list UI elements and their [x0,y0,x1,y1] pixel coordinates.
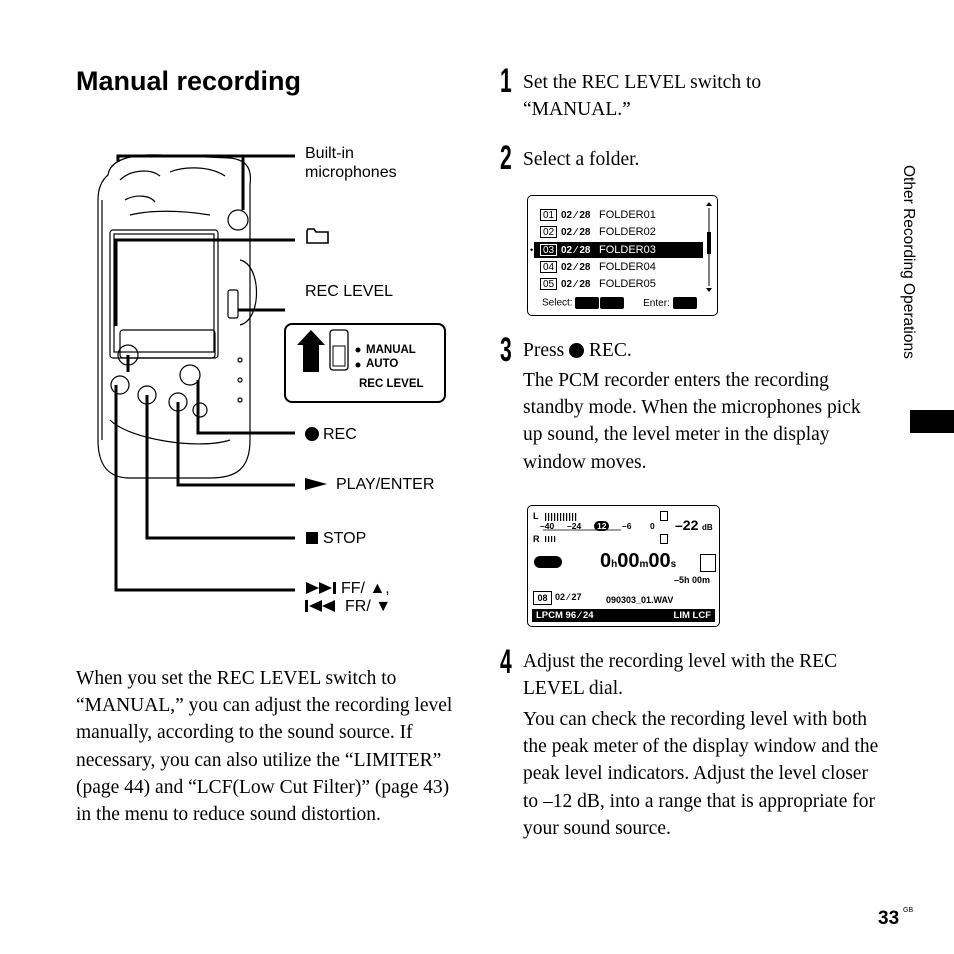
step-3-number: 3 [500,331,512,369]
recording-screen: L R –40 –24 12 –6 0 –22 dB 0h00m00s –5h … [527,505,720,627]
switch-labels: MANUAL AUTO [366,343,416,371]
scrollbar [706,202,712,292]
stop-label: STOP [306,529,366,548]
folder-icon [306,228,329,244]
level-meter [543,513,621,542]
step-2-text: Select a folder. [523,149,640,170]
battery-icon [700,554,716,572]
remaining-time: –5h 00m [674,575,711,585]
peak-indicator [660,534,668,544]
page-suffix: GB [903,907,914,914]
file-name: 090303_01.WAV [606,595,674,605]
channel-r-label: R [533,534,540,544]
ff-fr-labels: FF/ ▲, FR/ ▼ [305,580,391,616]
skip-back-icon [575,297,600,309]
scale-label: 12 [594,521,610,531]
step-3-detail: The PCM recorder enters the recording st… [523,370,861,473]
step-2-number: 2 [500,139,512,177]
stop-square-icon [306,532,318,544]
step-4-detail: You can check the recording level with b… [523,709,879,839]
recorder-illustration [97,154,446,592]
step-4-text: Adjust the recording level with the REC … [523,651,838,700]
play-triangle-icon [305,478,327,490]
fr-label: FR/ ▼ [305,598,391,616]
scale-label: –6 [622,521,632,531]
skip-forward-icon [600,297,625,309]
scale-label: 0 [650,521,655,531]
intro-paragraph: When you set the REC LEVEL switch to “MA… [76,668,453,826]
step-4-number: 4 [500,643,512,681]
switch-manual-label: MANUAL [366,344,416,356]
step-3-text: Press REC. [523,340,632,361]
rec-pause-icon [534,556,562,568]
record-dot-icon [305,427,319,441]
section-title: Manual recording [76,66,302,96]
elapsed-time: 0h00m00s [600,550,677,572]
play-triangle-icon [672,297,697,309]
peak-indicator [660,511,668,521]
folder-screen-footer: Select: Enter: [542,297,697,309]
step-1-text: Set the REC LEVEL switch to “MANUAL.” [523,72,762,121]
side-tab-marker [910,410,954,433]
page-number: 33 [878,908,900,929]
db-unit: dB [702,523,713,532]
ff-label: FF/ ▲, [305,580,391,598]
channel-l-label: L [533,511,539,521]
builtin-mic-label: Built-in microphones [305,145,397,181]
switch-rec-level-label: REC LEVEL [359,378,424,390]
switch-auto-label: AUTO [366,358,399,370]
rec-level-label: REC LEVEL [305,283,394,300]
skip-forward-icon [306,582,336,594]
scale-label: –40 [540,521,555,531]
side-tab-label: Other Recording Operations [900,165,917,359]
skip-back-icon [305,600,335,612]
rec-date: 02 ⁄ 27 [555,592,582,602]
rec-format-bar: LPCM 96 ⁄ 24 LIM LCF [532,609,715,622]
folder-number: 08 [533,591,552,605]
scale-label: –24 [567,521,582,531]
rec-button-label: REC [305,425,357,444]
step-1-number: 1 [500,62,512,100]
play-enter-label: PLAY/ENTER [305,475,434,494]
record-dot-icon [569,343,585,358]
level-db-value: –22 [675,517,699,533]
